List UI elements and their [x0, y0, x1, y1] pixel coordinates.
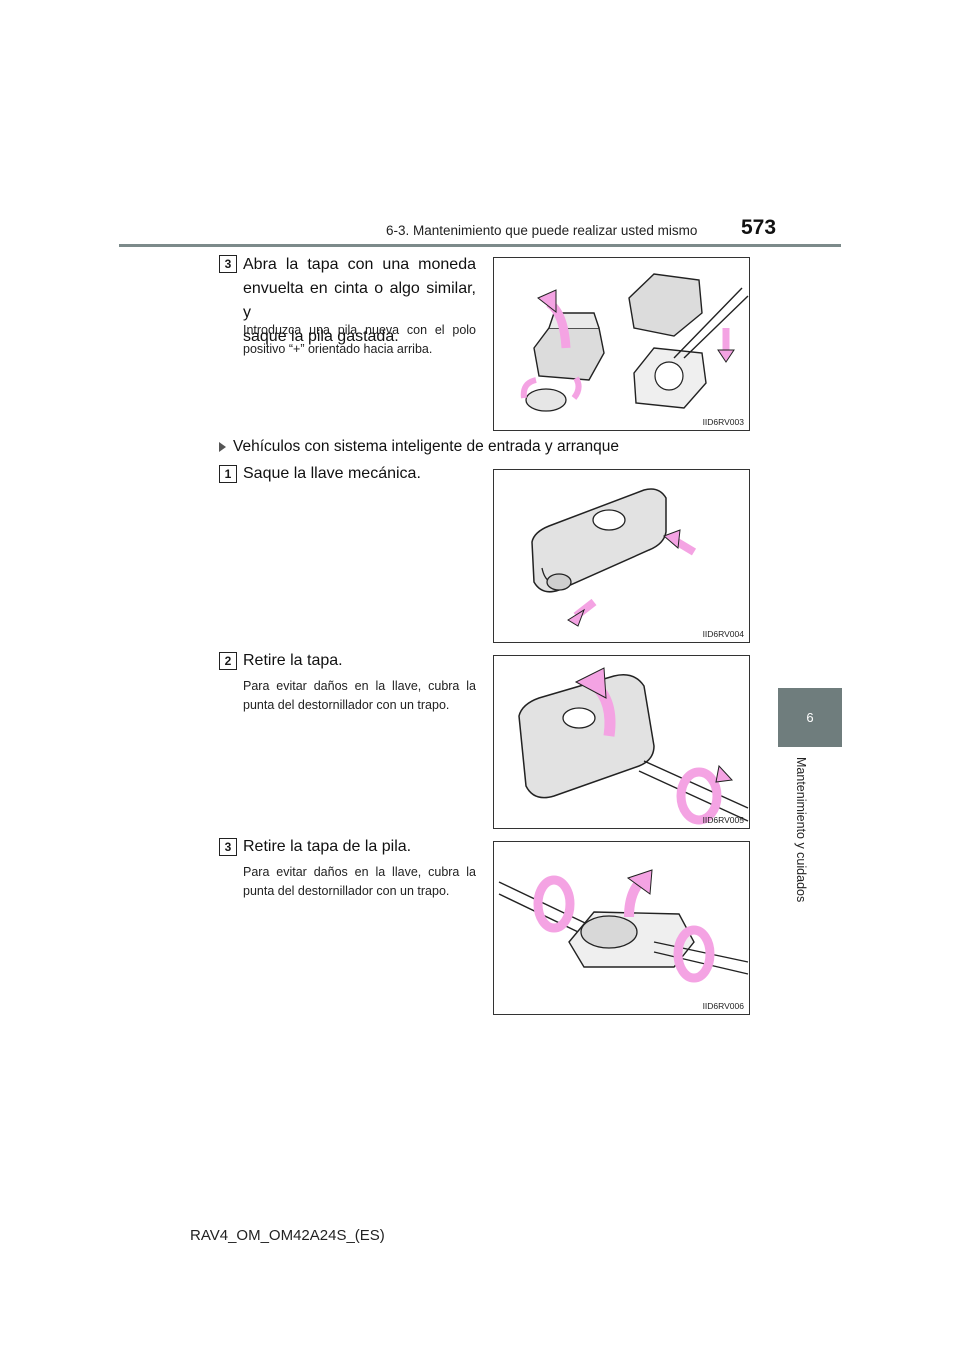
page-number: 573 — [741, 216, 777, 239]
step-number: 2 — [219, 652, 237, 670]
cover-removal-illustration — [518, 667, 749, 825]
step-title: Retire la tapa de la pila. — [243, 838, 412, 855]
step-note-line: punta del destornillador con un trapo. — [243, 698, 450, 712]
chapter-label: Mantenimiento y cuidados — [794, 757, 808, 903]
step-note-line: Para evitar daños en la llave, cubra la — [243, 865, 476, 879]
figure-remove-battery-cover: IID6RV006 — [493, 841, 750, 1015]
triangle-bullet-icon — [219, 442, 226, 452]
battery-illustration — [520, 273, 749, 412]
figure-code: IID6RV005 — [702, 815, 744, 825]
step-note: Para evitar daños en la llave, cubra la … — [243, 863, 476, 901]
figure-mechanical-key: IID6RV004 — [493, 469, 750, 643]
step-note-line: Introduzca una pila nueva con el polo — [243, 323, 476, 337]
figure-remove-cover: IID6RV005 — [493, 655, 750, 829]
condition-text: Vehículos con sistema inteligente de ent… — [233, 438, 620, 455]
step-title-line: saque la pila gastada. — [243, 328, 399, 345]
document-code: RAV4_OM_OM42A24S_(ES) — [190, 1227, 385, 1244]
step-note-line: positivo “+” orientado hacia arriba. — [243, 342, 433, 356]
figure-code: IID6RV003 — [702, 417, 744, 427]
step-note-line: punta del destornillador con un trapo. — [243, 884, 450, 898]
step-note: Para evitar daños en la llave, cubra la … — [243, 677, 476, 715]
smart-key-illustration — [531, 488, 697, 627]
section-title: 6-3. Mantenimiento que puede realizar us… — [386, 223, 698, 238]
step-number: 3 — [219, 838, 237, 856]
condition-heading: Vehículos con sistema inteligente de ent… — [219, 438, 619, 456]
step-number: 3 — [219, 255, 237, 273]
header-divider — [119, 244, 841, 247]
step-title: Abra la tapa con una moneda envuelta en … — [243, 253, 476, 349]
battery-cover-illustration — [498, 869, 749, 983]
step-title-line: Abra la tapa con una moneda — [243, 256, 476, 273]
step-title: Saque la llave mecánica. — [243, 465, 421, 482]
step-title-line: envuelta en cinta o algo similar, y — [243, 280, 476, 321]
step-note-line: Para evitar daños en la llave, cubra la — [243, 679, 476, 693]
figure-code: IID6RV006 — [702, 1001, 744, 1011]
step-title: Retire la tapa. — [243, 652, 343, 669]
chapter-tab[interactable]: 6 — [778, 688, 842, 747]
step-note: Introduzca una pila nueva con el polo po… — [243, 321, 476, 359]
figure-code: IID6RV004 — [702, 629, 744, 639]
figure-battery-removal: IID6RV003 — [493, 257, 750, 431]
step-number: 1 — [219, 465, 237, 483]
